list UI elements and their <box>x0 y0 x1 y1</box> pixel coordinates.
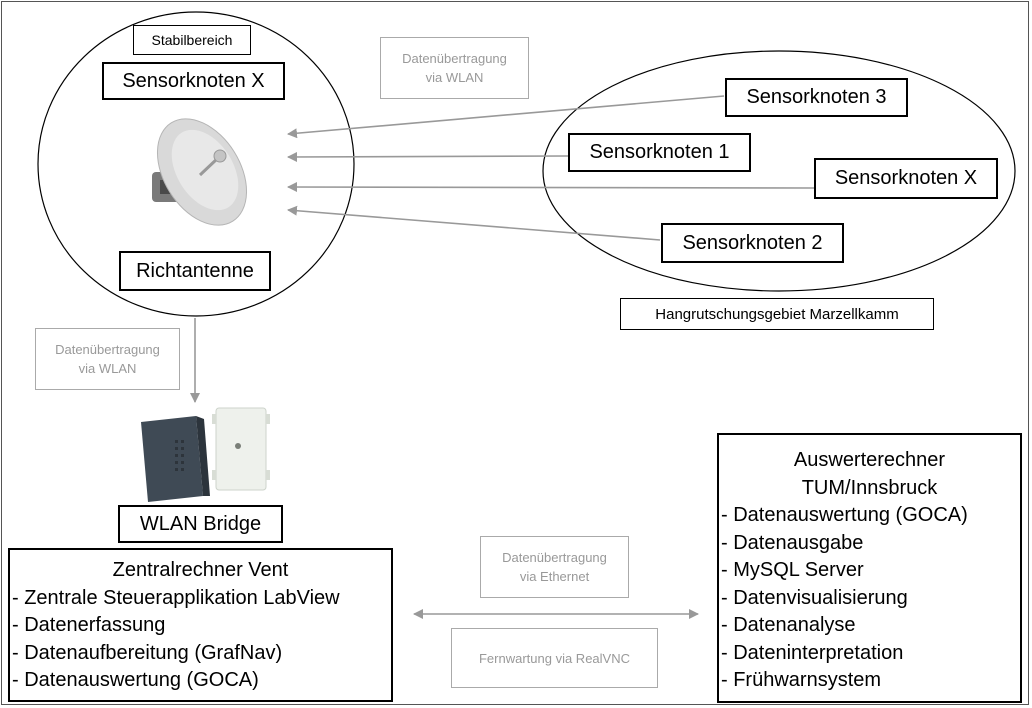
auswerterechner-box: Auswerterechner TUM/Innsbruck - Datenaus… <box>717 433 1022 703</box>
wlan-bridge-icon <box>141 407 270 502</box>
hangrutschung-ellipse <box>542 50 1016 292</box>
auswerte-title-line1: Auswerterechner <box>793 449 946 471</box>
sensorknoten-3: Sensorknoten 3 <box>725 78 908 117</box>
auswerte-item: - Datenvisualisierung <box>721 586 908 609</box>
auswerte-item: - MySQL Server <box>721 559 864 581</box>
richtantenne-label: Richtantenne <box>119 251 271 291</box>
auswerte-item: - Dateninterpretation <box>721 641 904 664</box>
auswerte-item: - Datenausgabe <box>721 531 864 554</box>
zentral-item: - Datenerfassung <box>12 614 166 636</box>
arrow-node1 <box>287 151 569 162</box>
wlan-transfer-label-top: Datenübertragung via WLAN <box>380 37 529 99</box>
wlan-left-line1: Datenübertragung <box>55 342 160 357</box>
ethernet-line1: Datenübertragung <box>502 550 607 565</box>
auswerte-item: - Datenauswertung (GOCA) <box>721 504 968 526</box>
sensorknoten-1: Sensorknoten 1 <box>568 133 751 172</box>
zentral-item: - Datenauswertung (GOCA) <box>12 669 259 691</box>
wlan-transfer-label-left: Datenübertragung via WLAN <box>35 328 180 390</box>
wlan-top-line2: via WLAN <box>425 70 484 85</box>
zentralrechner-title: Zentralrechner Vent <box>112 559 289 581</box>
auswerte-item: - Datenanalyse <box>721 614 856 636</box>
zentralrechner-box: Zentralrechner Vent - Zentrale Steuerapp… <box>8 548 393 702</box>
wlan-bridge-label: WLAN Bridge <box>118 505 283 543</box>
auswerte-item: - Frühwarnsystem <box>721 669 882 691</box>
hangrutschung-label: Hangrutschungsgebiet Marzellkamm <box>620 298 934 330</box>
stabilbereich-label: Stabilbereich <box>133 25 251 55</box>
sensorknoten-x-stabil: Sensorknoten X <box>102 62 285 100</box>
ethernet-line2: via Ethernet <box>519 569 590 584</box>
ethernet-transfer-label: Datenübertragung via Ethernet <box>480 536 629 598</box>
arrow-node3 <box>287 95 725 139</box>
arrow-nodex <box>287 182 815 193</box>
arrow-node2 <box>287 205 661 241</box>
wlan-left-line2: via WLAN <box>78 361 137 376</box>
realvnc-text: Fernwartung via RealVNC <box>478 650 630 666</box>
stabilbereich-circle <box>37 11 355 317</box>
zentral-item: - Zentrale Steuerapplikation LabView <box>12 586 340 609</box>
zentral-item: - Datenaufbereitung (GrafNav) <box>12 641 283 664</box>
directional-antenna-icon <box>152 118 248 226</box>
wlan-top-line1: Datenübertragung <box>402 51 507 66</box>
sensorknoten-2: Sensorknoten 2 <box>661 223 844 263</box>
sensorknoten-x-hang: Sensorknoten X <box>814 158 998 199</box>
auswerte-title-line2: TUM/Innsbruck <box>801 476 938 499</box>
realvnc-label: Fernwartung via RealVNC <box>451 628 658 688</box>
